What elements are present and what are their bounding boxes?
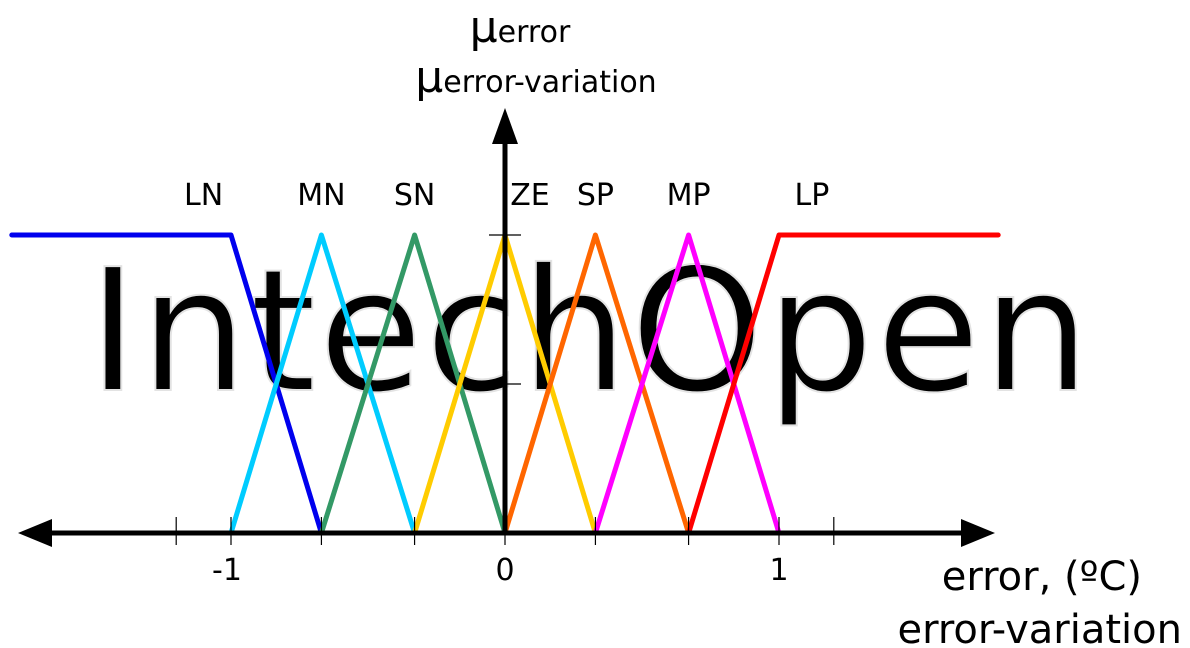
y-axis-label-line-1: μerror	[470, 2, 571, 53]
series-label-lp: LP	[794, 178, 829, 213]
x-tick-label: -1	[212, 553, 242, 588]
y-axis-label-sub: error-variation	[443, 65, 656, 100]
labels-layer: μerror μerror-variation error, (ºC) erro…	[184, 2, 1182, 648]
series-label-sn: SN	[394, 178, 435, 213]
watermark-text: IntechOpen	[88, 233, 1092, 431]
x-axis-label-line-2: error-variation	[897, 607, 1182, 648]
series-line-sn	[318, 232, 508, 536]
x-tick-label: 0	[495, 553, 514, 588]
y-axis-label-mu: μ	[470, 2, 498, 53]
series-label-ln: LN	[184, 178, 223, 213]
ticks-layer	[175, 234, 835, 545]
y-axis-arrow-up	[492, 108, 518, 144]
series-label-ze: ZE	[510, 178, 550, 213]
y-axis-label-mu: μ	[415, 52, 443, 103]
axes-layer	[18, 108, 995, 547]
x-tick-label: 1	[769, 553, 788, 588]
series-line-sp	[502, 232, 692, 536]
y-axis-label-sub: error	[498, 15, 571, 50]
x-axis-arrow-left	[18, 519, 52, 547]
series-line-lp	[686, 232, 1001, 536]
series-line-ln	[9, 232, 324, 536]
y-axis-label-line-2: μerror-variation	[415, 52, 656, 103]
x-axis-arrow-right	[961, 519, 995, 547]
series-label-sp: SP	[577, 178, 614, 213]
series-line-mn	[228, 232, 418, 536]
series-layer	[9, 232, 1001, 536]
series-label-mp: MP	[667, 178, 711, 213]
series-line-mp	[592, 232, 782, 536]
x-axis-label-line-1: error, (ºC)	[942, 554, 1142, 600]
series-label-mn: MN	[297, 178, 345, 213]
